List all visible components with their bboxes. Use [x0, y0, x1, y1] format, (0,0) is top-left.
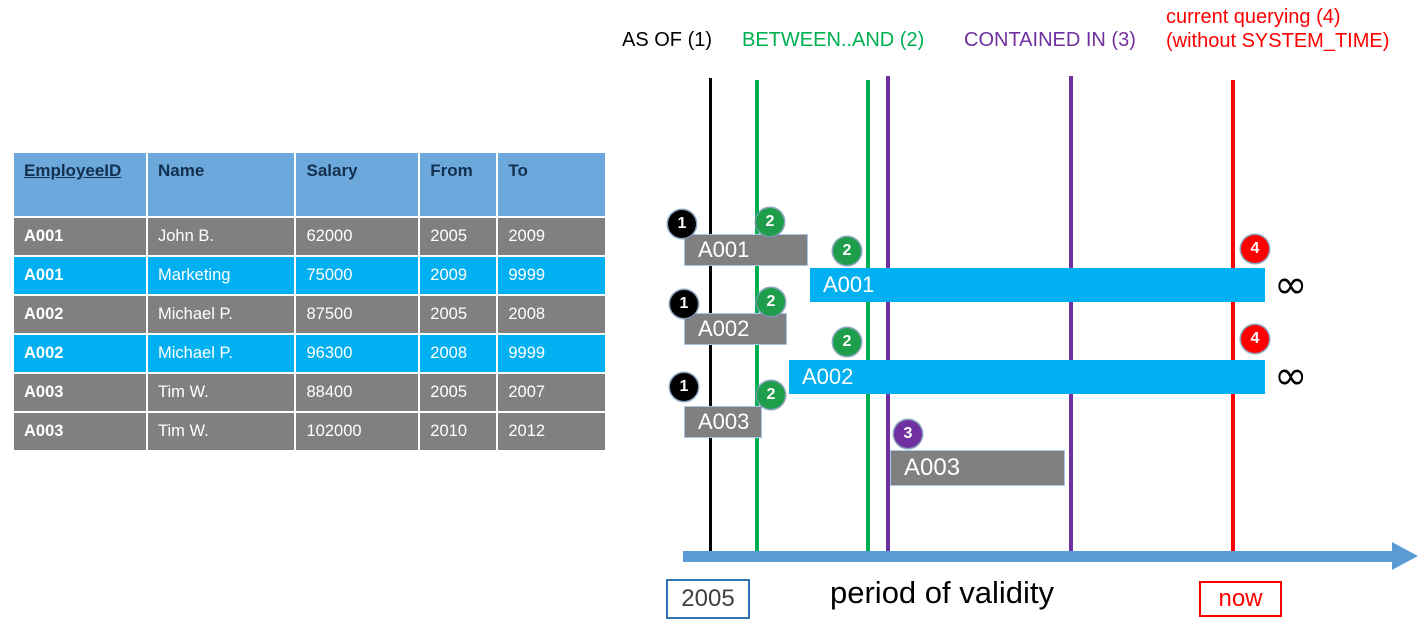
badge-2: 2 — [833, 237, 861, 265]
timeline-axis — [683, 551, 1396, 562]
cell-from: 2010 — [420, 413, 497, 450]
column-header-from: From — [420, 153, 497, 216]
legend-current-querying-line2: (without SYSTEM_TIME) — [1166, 29, 1390, 52]
column-label-from: From — [430, 161, 473, 180]
axis-caption: period of validity — [830, 575, 1055, 610]
bar-a003-historical: A003 — [684, 406, 762, 438]
cell-salary: 75000 — [296, 257, 419, 294]
cell-salary: 87500 — [296, 296, 419, 333]
timeline-arrow-icon — [1392, 542, 1418, 570]
legend-current-querying-line1: current querying (4) — [1166, 6, 1341, 28]
column-label-employeeid: EmployeeID — [24, 161, 122, 180]
bar-a002-historical: A002 — [684, 313, 787, 345]
bar-a003-second: A003 — [890, 450, 1065, 486]
bar-a002-current: A002 — [789, 360, 1265, 394]
cell-salary: 88400 — [296, 374, 419, 411]
contained-start-line — [886, 76, 890, 556]
cell-employeeid: A003 — [14, 413, 146, 450]
now-line — [1231, 80, 1235, 558]
cell-employeeid: A001 — [14, 257, 146, 294]
badge-2: 2 — [757, 381, 785, 409]
table-row: A001 Marketing 75000 2009 9999 — [14, 257, 605, 294]
badge-3: 3 — [894, 420, 922, 448]
axis-start-label: 2005 — [666, 579, 750, 619]
cell-name: Marketing — [148, 257, 295, 294]
legend-between-and: BETWEEN..AND (2) — [742, 29, 925, 51]
cell-name: Michael P. — [148, 335, 295, 372]
between-end-line — [866, 80, 870, 556]
infinity-icon-a002: ∞ — [1274, 353, 1308, 399]
axis-end-label: now — [1199, 581, 1282, 617]
bar-a001-current: A001 — [810, 268, 1265, 302]
cell-salary: 96300 — [296, 335, 419, 372]
column-label-salary: Salary — [306, 161, 358, 180]
cell-employeeid: A003 — [14, 374, 146, 411]
cell-employeeid: A002 — [14, 335, 146, 372]
column-label-name: Name — [158, 161, 205, 180]
employee-history-table: EmployeeID Name Salary From To A001 John… — [12, 151, 607, 452]
column-label-to: To — [508, 161, 528, 180]
cell-name: John B. — [148, 218, 295, 255]
badge-2: 2 — [756, 208, 784, 236]
column-header-to: To — [498, 153, 605, 216]
table-row: A003 Tim W. 88400 2005 2007 — [14, 374, 605, 411]
table-row: A001 John B. 62000 2005 2009 — [14, 218, 605, 255]
cell-from: 2009 — [420, 257, 497, 294]
legend-current-querying: current querying (4) (without SYSTEM_TIM… — [1166, 6, 1389, 53]
badge-1: 1 — [670, 290, 698, 318]
badge-4: 4 — [1241, 325, 1269, 353]
column-header-salary: Salary — [296, 153, 419, 216]
bar-a001-historical: A001 — [684, 234, 808, 266]
cell-name: Tim W. — [148, 374, 295, 411]
table-header-row: EmployeeID Name Salary From To — [14, 153, 605, 216]
cell-from: 2005 — [420, 296, 497, 333]
cell-to: 2007 — [498, 374, 605, 411]
cell-salary: 62000 — [296, 218, 419, 255]
legend-as-of: AS OF (1) — [622, 29, 713, 51]
cell-to: 9999 — [498, 335, 605, 372]
cell-salary: 102000 — [296, 413, 419, 450]
table-row: A002 Michael P. 87500 2005 2008 — [14, 296, 605, 333]
contained-end-line — [1069, 76, 1073, 556]
between-start-line — [755, 80, 759, 556]
column-header-name: Name — [148, 153, 295, 216]
badge-1: 1 — [670, 373, 698, 401]
badge-2: 2 — [833, 328, 861, 356]
badge-1: 1 — [668, 210, 696, 238]
cell-employeeid: A001 — [14, 218, 146, 255]
table-row: A002 Michael P. 96300 2008 9999 — [14, 335, 605, 372]
legend-contained-in: CONTAINED IN (3) — [964, 29, 1136, 51]
cell-from: 2008 — [420, 335, 497, 372]
cell-to: 9999 — [498, 257, 605, 294]
cell-from: 2005 — [420, 374, 497, 411]
badge-4: 4 — [1241, 235, 1269, 263]
cell-to: 2009 — [498, 218, 605, 255]
column-header-employeeid: EmployeeID — [14, 153, 146, 216]
cell-to: 2008 — [498, 296, 605, 333]
badge-2: 2 — [757, 288, 785, 316]
cell-name: Michael P. — [148, 296, 295, 333]
as-of-line — [709, 78, 712, 556]
cell-employeeid: A002 — [14, 296, 146, 333]
cell-from: 2005 — [420, 218, 497, 255]
table-row: A003 Tim W. 102000 2010 2012 — [14, 413, 605, 450]
cell-to: 2012 — [498, 413, 605, 450]
infinity-icon-a001: ∞ — [1274, 262, 1308, 308]
cell-name: Tim W. — [148, 413, 295, 450]
